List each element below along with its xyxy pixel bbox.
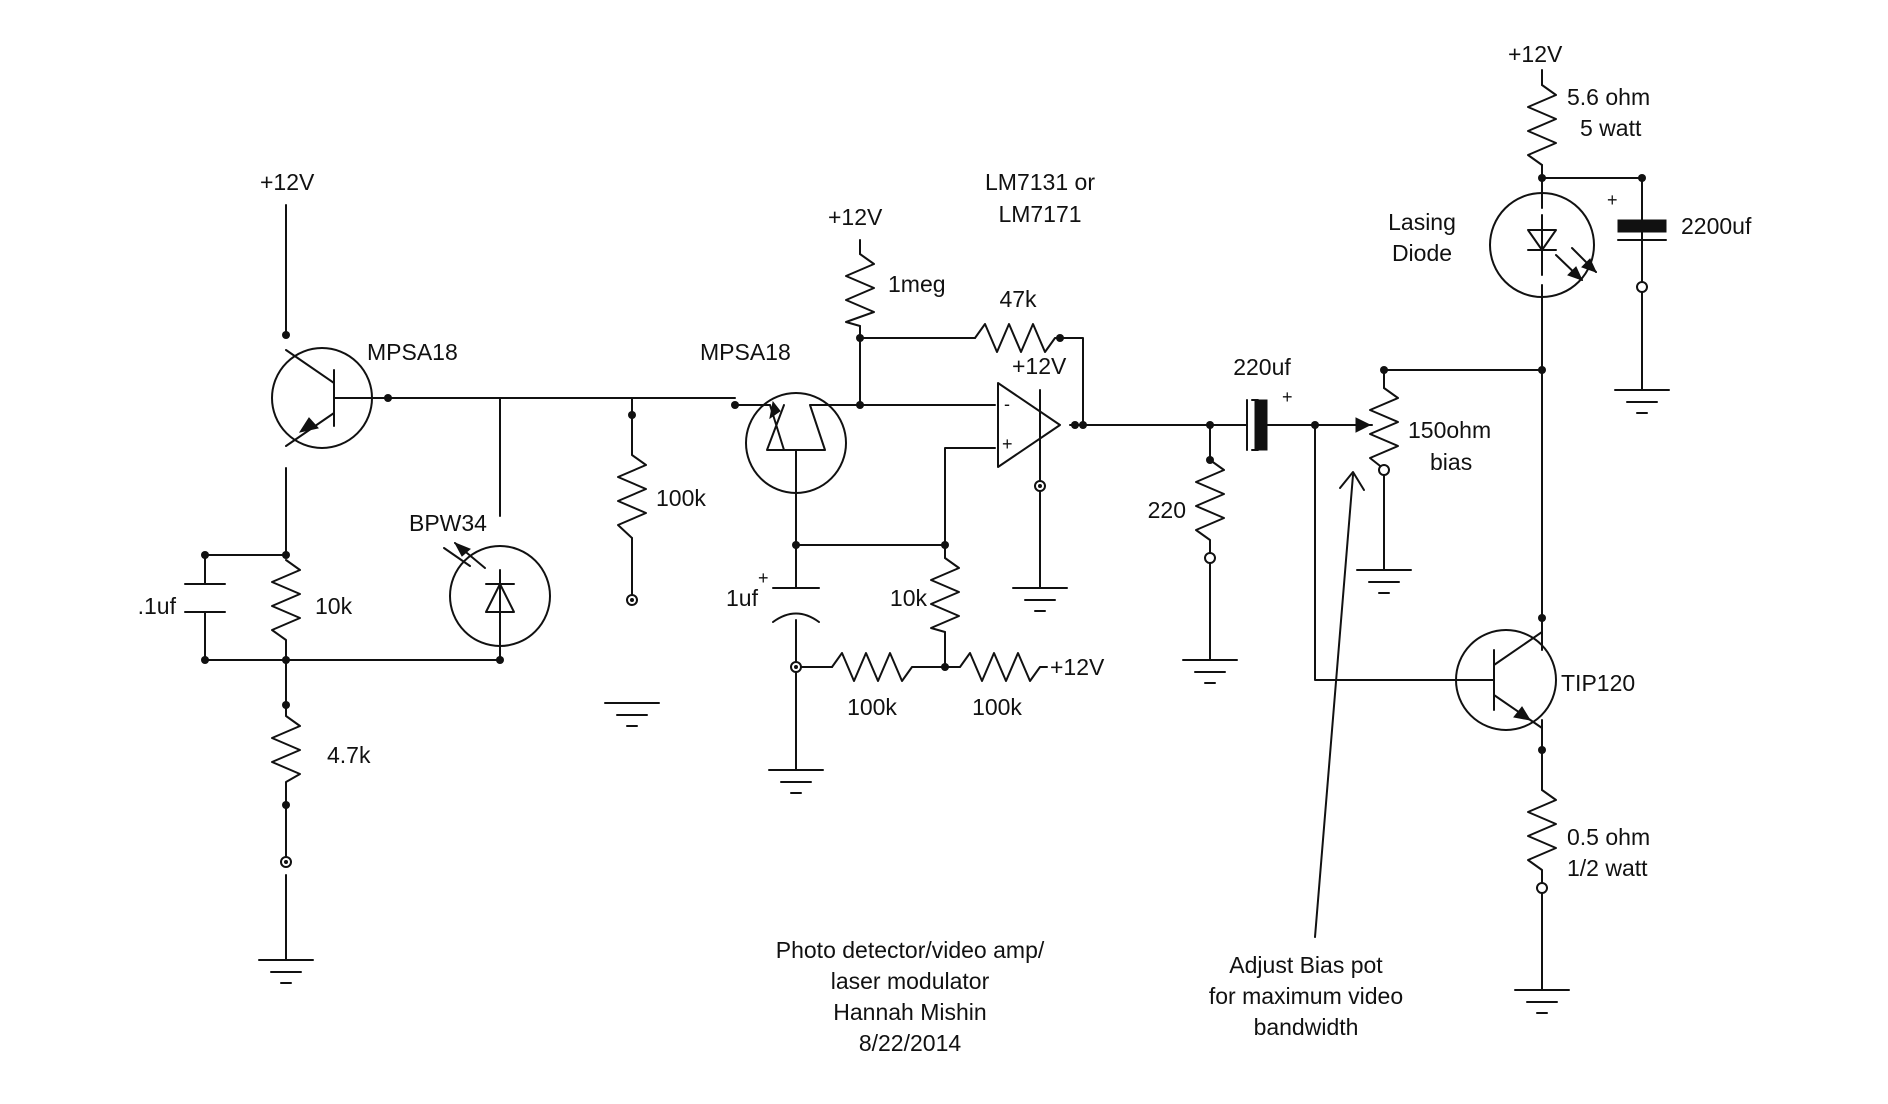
photodiode-bpw34 xyxy=(443,542,551,647)
junction-dots xyxy=(201,174,1646,809)
label-r-1meg: 1meg xyxy=(888,271,946,297)
resistor-r-220 xyxy=(1195,459,1225,554)
label-r-10k-bias: 10k xyxy=(890,585,928,611)
stage-bias xyxy=(1209,369,1543,681)
label-r-100k-b: 100k xyxy=(972,694,1022,720)
label-c-01uf: .1uf xyxy=(138,593,177,619)
ground-2 xyxy=(604,702,660,727)
label-r-56-2: 5 watt xyxy=(1580,115,1642,141)
capacitor-c-01uf xyxy=(184,583,226,613)
label-c-220uf-polarity: + xyxy=(1282,387,1293,407)
label-laser-2: Diode xyxy=(1392,240,1452,266)
label-laser-1: Lasing xyxy=(1388,209,1456,235)
label-opamp-name-2: LM7171 xyxy=(998,201,1081,227)
terminal-points xyxy=(280,281,1648,894)
label-q3-name: TIP120 xyxy=(1561,670,1635,696)
resistor-r-1meg xyxy=(845,253,875,327)
resistor-r-0-5-ohm xyxy=(1527,789,1557,881)
opamp-lm7131 xyxy=(997,382,1061,589)
note-arrow xyxy=(1314,471,1365,938)
label-c-1uf-polarity: + xyxy=(758,568,769,588)
label-q2-name: MPSA18 xyxy=(700,339,791,365)
credit-line-1: Photo detector/video amp/ xyxy=(776,937,1045,963)
credit-line-3: Hannah Mishin xyxy=(833,999,986,1025)
capacitor-c-2200uf xyxy=(1617,219,1667,241)
resistor-r-10k-q1 xyxy=(271,559,301,661)
label-r-05-1: 0.5 ohm xyxy=(1567,824,1650,850)
label-vcc-opamp: +12V xyxy=(1012,353,1067,379)
label-r-56-1: 5.6 ohm xyxy=(1567,84,1650,110)
stage-photodetector xyxy=(204,204,736,961)
label-pot-1: 150ohm xyxy=(1408,417,1491,443)
ground-7 xyxy=(1614,389,1670,414)
ground-4 xyxy=(1012,587,1068,612)
note-line-3: bandwidth xyxy=(1254,1014,1359,1040)
label-vcc-q1: +12V xyxy=(260,169,315,195)
stage-laser-driver xyxy=(1541,69,1643,991)
ground-8 xyxy=(1514,989,1570,1014)
label-opamp-name-1: LM7131 or xyxy=(985,169,1095,195)
label-c-1uf: 1uf xyxy=(726,585,759,611)
credit-line-2: laser modulator xyxy=(831,968,990,994)
label-opamp-minus: - xyxy=(1004,394,1010,414)
ground-3 xyxy=(768,769,824,794)
resistor-r-10k-bias xyxy=(930,557,960,633)
label-vcc-laser: +12V xyxy=(1508,41,1563,67)
label-photodiode: BPW34 xyxy=(409,510,487,536)
capacitor-c-1uf xyxy=(772,587,820,623)
resistor-r-100k-base xyxy=(617,414,647,539)
transistor-q1-mpsa18 xyxy=(271,347,389,449)
label-r-05-2: 1/2 watt xyxy=(1567,855,1648,881)
label-r-100k-a: 100k xyxy=(847,694,897,720)
label-r-4k7: 4.7k xyxy=(327,742,371,768)
label-c-220uf: 220uf xyxy=(1233,354,1291,380)
transistor-q2-mpsa18 xyxy=(734,392,861,494)
ground-5 xyxy=(1182,659,1238,684)
label-vcc-divider: +12V xyxy=(1050,654,1105,680)
label-pot-2: bias xyxy=(1430,449,1472,475)
ground-6 xyxy=(1356,569,1412,594)
label-opamp-plus: + xyxy=(1002,434,1013,454)
label-r-47k: 47k xyxy=(999,286,1037,312)
capacitor-c-220uf xyxy=(1246,399,1268,451)
label-r-220: 220 xyxy=(1148,497,1186,523)
label-c-2200uf-polarity: + xyxy=(1607,190,1618,210)
label-r-100k-base: 100k xyxy=(656,485,706,511)
label-c-2200uf: 2200uf xyxy=(1681,213,1752,239)
potentiometer-150ohm xyxy=(1345,387,1399,470)
ground-1 xyxy=(258,959,314,984)
resistor-r-100k-b xyxy=(944,652,1048,682)
resistor-r-100k-a xyxy=(831,652,946,682)
resistor-r-47k xyxy=(974,323,1061,353)
credit-line-4: 8/22/2014 xyxy=(859,1030,962,1056)
label-vcc-1meg: +12V xyxy=(828,204,883,230)
laser-diode xyxy=(1489,192,1597,298)
resistor-r-5-6-ohm xyxy=(1527,84,1557,166)
label-r-10k-q1: 10k xyxy=(315,593,353,619)
label-q1-name: MPSA18 xyxy=(367,339,458,365)
transistor-q3-tip120 xyxy=(1455,619,1557,731)
note-line-1: Adjust Bias pot xyxy=(1229,952,1383,978)
note-line-2: for maximum video xyxy=(1209,983,1403,1009)
